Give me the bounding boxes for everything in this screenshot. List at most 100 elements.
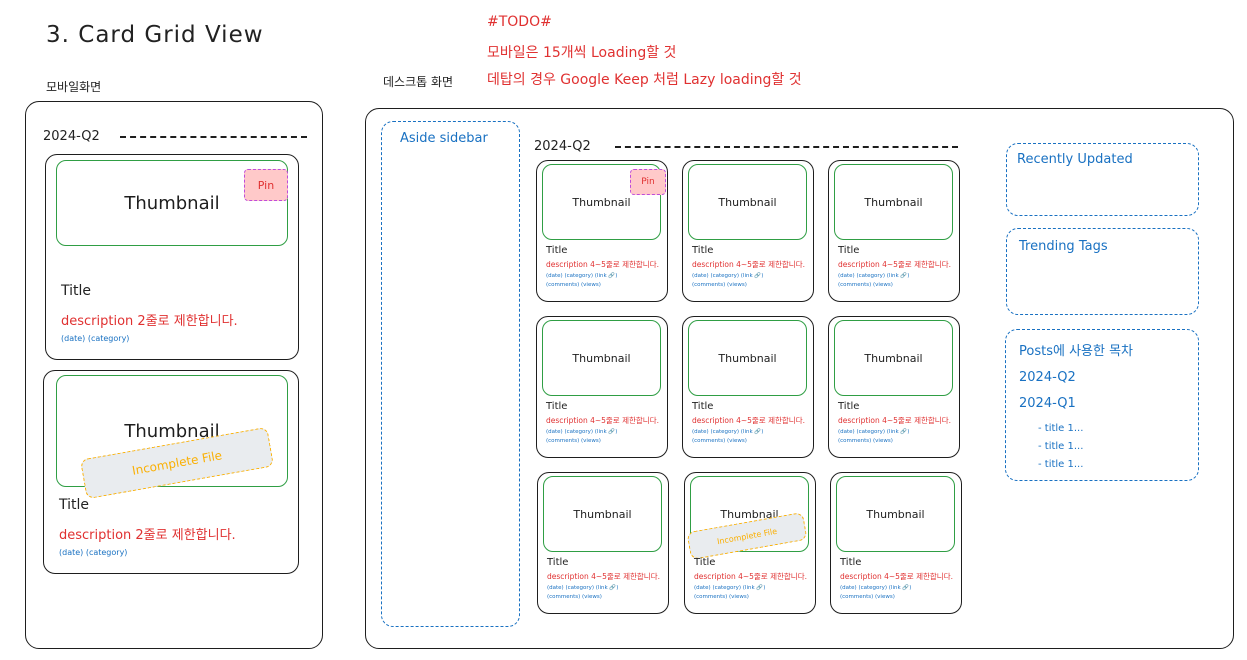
section-divider (119, 135, 307, 138)
post-card[interactable]: Thumbnail Title description 4~5줄로 제한합니다.… (682, 160, 814, 302)
card-title: Title (838, 401, 860, 412)
desktop-section-label: 2024-Q2 (534, 139, 591, 154)
card-meta-stats: (comments) (views) (840, 594, 895, 600)
card-meta: (date) (category) (link 🔗) (547, 585, 619, 591)
card-description: description 2줄로 제한합니다. (61, 314, 238, 329)
thumbnail-label: Thumbnail (718, 351, 777, 365)
card-meta: (date) (category) (link 🔗) (840, 585, 912, 591)
card-thumbnail: Thumbnail (690, 476, 809, 552)
post-card[interactable]: Thumbnail Pin Title description 4~5줄로 제한… (536, 160, 668, 302)
card-meta: (date) (category) (link 🔗) (692, 273, 764, 279)
card-meta: (date) (category) (link 🔗) (838, 429, 910, 435)
toc-item[interactable]: 2024-Q1 (1019, 396, 1076, 411)
trending-tags-label: Trending Tags (1019, 239, 1108, 254)
aside-sidebar: Aside sidebar (381, 121, 520, 627)
thumbnail-label: Thumbnail (864, 351, 923, 365)
card-title: Title (61, 283, 92, 299)
incomplete-file-label: Incomplete File (130, 448, 224, 478)
mobile-section-label: 2024-Q2 (43, 129, 100, 144)
card-title: Title (546, 401, 568, 412)
card-meta: (date) (category) (59, 548, 128, 557)
card-description: description 4~5줄로 제한합니다. (546, 260, 659, 269)
post-card[interactable]: Thumbnail Title description 4~5줄로 제한합니다.… (828, 160, 960, 302)
card-title: Title (694, 557, 716, 568)
recently-updated-widget: Recently Updated (1006, 143, 1199, 216)
post-card[interactable]: Thumbnail Title description 4~5줄로 제한합니다.… (828, 316, 960, 458)
post-card[interactable]: Thumbnail Title description 4~5줄로 제한합니다.… (682, 316, 814, 458)
card-thumbnail: Thumbnail (688, 164, 807, 240)
card-meta-stats: (comments) (views) (838, 282, 893, 288)
recently-updated-label: Recently Updated (1017, 152, 1133, 167)
post-card[interactable]: Thumbnail Pin Title description 2줄로 제한합니… (45, 154, 299, 360)
card-thumbnail: Thumbnail (836, 476, 955, 552)
thumbnail-label: Thumbnail (866, 507, 925, 521)
page-heading: 3. Card Grid View (46, 22, 264, 48)
card-description: description 4~5줄로 제한합니다. (840, 572, 953, 581)
mobile-screen-label: 모바일화면 (46, 80, 102, 94)
pin-badge[interactable]: Pin (630, 169, 666, 195)
card-description: description 4~5줄로 제한합니다. (694, 572, 807, 581)
card-meta-stats: (comments) (views) (692, 438, 747, 444)
card-meta-stats: (comments) (views) (546, 438, 601, 444)
card-meta-stats: (comments) (views) (838, 438, 893, 444)
card-title: Title (546, 245, 568, 256)
toc-title: Posts에 사용한 목차 (1019, 344, 1133, 359)
todo-note-mobile: 모바일은 15개씩 Loading할 것 (487, 45, 677, 61)
toc-item[interactable]: 2024-Q2 (1019, 370, 1076, 385)
card-meta: (date) (category) (link 🔗) (546, 429, 618, 435)
incomplete-file-label: Incomplete File (716, 526, 778, 546)
todo-note-desktop: 데탑의 경우 Google Keep 처럼 Lazy loading할 것 (487, 72, 802, 88)
card-thumbnail: Thumbnail (56, 375, 288, 487)
card-description: description 2줄로 제한합니다. (59, 528, 236, 543)
card-title: Title (692, 401, 714, 412)
post-card[interactable]: Thumbnail Incomplete File Title descript… (684, 472, 816, 614)
thumbnail-label: Thumbnail (572, 351, 631, 365)
card-thumbnail: Thumbnail (688, 320, 807, 396)
card-title: Title (692, 245, 714, 256)
toc-subitem[interactable]: - title 1... (1038, 459, 1084, 470)
card-thumbnail: Thumbnail (834, 320, 953, 396)
thumbnail-label: Thumbnail (864, 195, 923, 209)
thumbnail-label: Thumbnail (124, 192, 220, 214)
card-thumbnail: Thumbnail (542, 320, 661, 396)
card-meta: (date) (category) (link 🔗) (546, 273, 618, 279)
post-card[interactable]: Thumbnail Title description 4~5줄로 제한합니다.… (537, 472, 669, 614)
card-thumbnail: Thumbnail Pin (56, 160, 288, 246)
toc-subitem[interactable]: - title 1... (1038, 423, 1084, 434)
card-meta: (date) (category) (61, 334, 130, 343)
card-description: description 4~5줄로 제한합니다. (692, 260, 805, 269)
thumbnail-label: Thumbnail (718, 195, 777, 209)
card-description: description 4~5줄로 제한합니다. (692, 416, 805, 425)
post-card[interactable]: Thumbnail Incomplete File Title descript… (43, 370, 299, 574)
toc-subitem[interactable]: - title 1... (1038, 441, 1084, 452)
card-title: Title (547, 557, 569, 568)
card-title: Title (838, 245, 860, 256)
desktop-frame (365, 108, 1234, 649)
card-thumbnail: Thumbnail (834, 164, 953, 240)
pin-label: Pin (641, 177, 655, 187)
posts-toc-widget: Posts에 사용한 목차 2024-Q2 2024-Q1 - title 1.… (1005, 329, 1199, 481)
thumbnail-label: Thumbnail (573, 507, 632, 521)
todo-tag: #TODO# (487, 14, 552, 30)
desktop-screen-label: 데스크톱 화면 (383, 75, 454, 89)
card-description: description 4~5줄로 제한합니다. (546, 416, 659, 425)
card-thumbnail: Thumbnail (542, 164, 661, 240)
thumbnail-label: Thumbnail (124, 420, 220, 442)
card-meta-stats: (comments) (views) (547, 594, 602, 600)
post-card[interactable]: Thumbnail Title description 4~5줄로 제한합니다.… (830, 472, 962, 614)
aside-sidebar-label: Aside sidebar (400, 131, 488, 146)
card-description: description 4~5줄로 제한합니다. (838, 416, 951, 425)
mobile-frame: 2024-Q2 Thumbnail Pin Title description … (25, 101, 323, 649)
post-card[interactable]: Thumbnail Title description 4~5줄로 제한합니다.… (536, 316, 668, 458)
card-title: Title (59, 497, 90, 513)
thumbnail-label: Thumbnail (720, 507, 779, 521)
pin-badge[interactable]: Pin (244, 169, 288, 201)
card-title: Title (840, 557, 862, 568)
card-meta: (date) (category) (link 🔗) (838, 273, 910, 279)
desktop-section-header: 2024-Q2 (534, 139, 958, 154)
trending-tags-widget: Trending Tags (1006, 228, 1199, 315)
mobile-section-header: 2024-Q2 (43, 129, 307, 144)
card-meta-stats: (comments) (views) (694, 594, 749, 600)
thumbnail-label: Thumbnail (572, 195, 631, 209)
card-description: description 4~5줄로 제한합니다. (547, 572, 660, 581)
